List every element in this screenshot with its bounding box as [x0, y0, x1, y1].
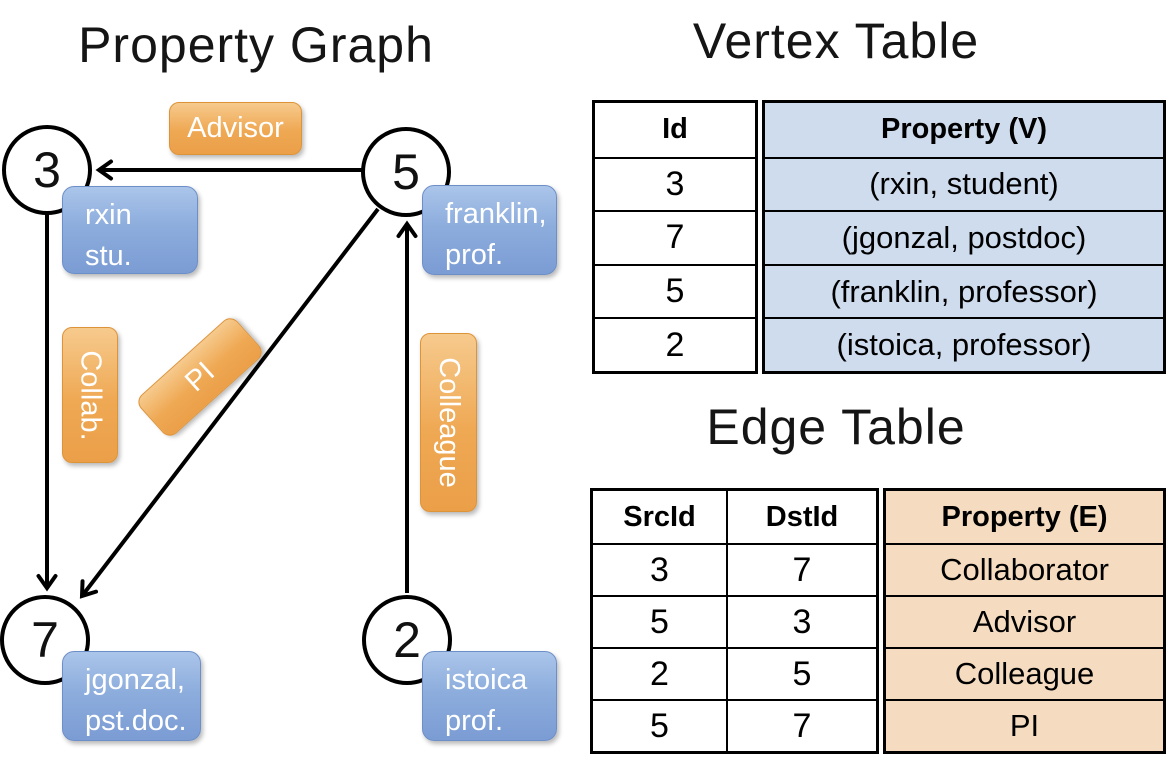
- edge-table-header-src: SrcId: [623, 500, 696, 533]
- vertex-table-id-cell: 7: [595, 210, 755, 264]
- graph-edges-svg: [36, 159, 418, 599]
- vertex-table-header-property: Property (V): [881, 113, 1047, 146]
- vertex-table-id-column: Id 3 7 5 2: [592, 100, 758, 374]
- vertex-table-property-cell: (istoica, professor): [765, 317, 1163, 371]
- edge-table-property-cell: PI: [886, 699, 1163, 751]
- edge-table-title: Edge Table: [706, 399, 966, 455]
- vertex-label-jgonzal: jgonzal, pst.doc.: [62, 651, 201, 741]
- edge-label-colleague: Colleague: [420, 333, 477, 512]
- vertex-label-istoica: istoica prof.: [422, 651, 557, 741]
- edge-label-text: PI: [178, 355, 221, 398]
- edge-label-advisor: Advisor: [169, 102, 302, 155]
- vertex-label-line2: prof.: [445, 705, 504, 738]
- edge-table-property-cell: Colleague: [886, 647, 1163, 699]
- edge-table-property-cell: Collaborator: [886, 543, 1163, 595]
- property-graph-panel: Property Graph 3 5 7 2 Advisor Collab. P…: [0, 17, 557, 741]
- edge-table-property-column: Property (E) Collaborator Advisor Collea…: [883, 488, 1166, 754]
- node-id-label: 5: [392, 144, 420, 200]
- node-id-label: 3: [33, 142, 61, 198]
- edge-table-dst-cell: 7: [726, 699, 876, 751]
- property-graph-title: Property Graph: [78, 17, 434, 73]
- edge-table-header-dst: DstId: [726, 491, 876, 543]
- edge-table-src-cell: 5: [593, 699, 726, 751]
- graph-node-2: 2: [362, 595, 452, 685]
- edge-5-to-7: [79, 207, 380, 599]
- edge-table-property-cell: Advisor: [886, 595, 1163, 647]
- vertex-label-line1: jgonzal,: [85, 664, 185, 696]
- edge-table-ids-columns: SrcId DstId 3 7 5 3 2 5 5 7: [590, 488, 879, 754]
- vertex-label-line1: franklin,: [445, 198, 547, 230]
- vertex-table-property-column: Property (V) (rxin, student) (jgonzal, p…: [762, 100, 1166, 374]
- vertex-table-property-cell: (jgonzal, postdoc): [765, 210, 1163, 264]
- edge-label-collab: Collab.: [62, 327, 118, 463]
- vertex-table-property-cell: (franklin, professor): [765, 263, 1163, 318]
- vertex-label-line2: stu.: [85, 240, 132, 273]
- edge-table-header-property: Property (E): [941, 500, 1108, 533]
- vertex-table-id-cell: 5: [595, 263, 755, 318]
- vertex-label-franklin: franklin, prof.: [422, 185, 557, 275]
- edge-table-src-cell: 3: [593, 543, 726, 595]
- edge-table-dst-cell: 5: [726, 647, 876, 699]
- vertex-table-id-cell: 2: [595, 317, 755, 371]
- vertex-label-line2: prof.: [445, 239, 504, 272]
- node-id-label: 7: [31, 612, 59, 668]
- vertex-label-line1: istoica: [445, 664, 528, 696]
- vertex-table-id-cell: 3: [595, 156, 755, 211]
- edge-table-src-cell: 5: [593, 595, 726, 647]
- vertex-label-line2: pst.doc.: [85, 705, 187, 738]
- vertex-table-header-id: Id: [662, 113, 688, 146]
- vertex-label-line1: rxin: [85, 199, 132, 231]
- vertex-table-title: Vertex Table: [692, 13, 980, 69]
- edge-table-dst-cell: 7: [726, 543, 876, 595]
- edge-table-dst-cell: 3: [726, 595, 876, 647]
- vertex-table-property-cell: (rxin, student): [765, 156, 1163, 211]
- node-id-label: 2: [393, 612, 421, 668]
- edge-label-text: Colleague: [433, 357, 466, 488]
- vertex-label-rxin: rxin stu.: [62, 186, 198, 274]
- edge-table-src-cell: 2: [593, 647, 726, 699]
- edge-label-text: Collab.: [74, 349, 107, 441]
- edge-label-text: Advisor: [187, 112, 284, 144]
